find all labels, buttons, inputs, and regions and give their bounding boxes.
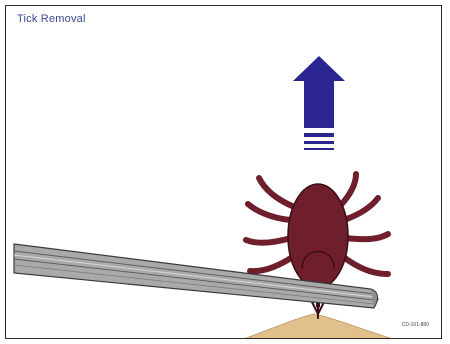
figure-code: CD-101-880 [402,322,429,328]
diagram-frame: Tick Removal [5,5,442,339]
up-arrow-icon [293,56,345,150]
diagram-canvas [6,6,442,339]
